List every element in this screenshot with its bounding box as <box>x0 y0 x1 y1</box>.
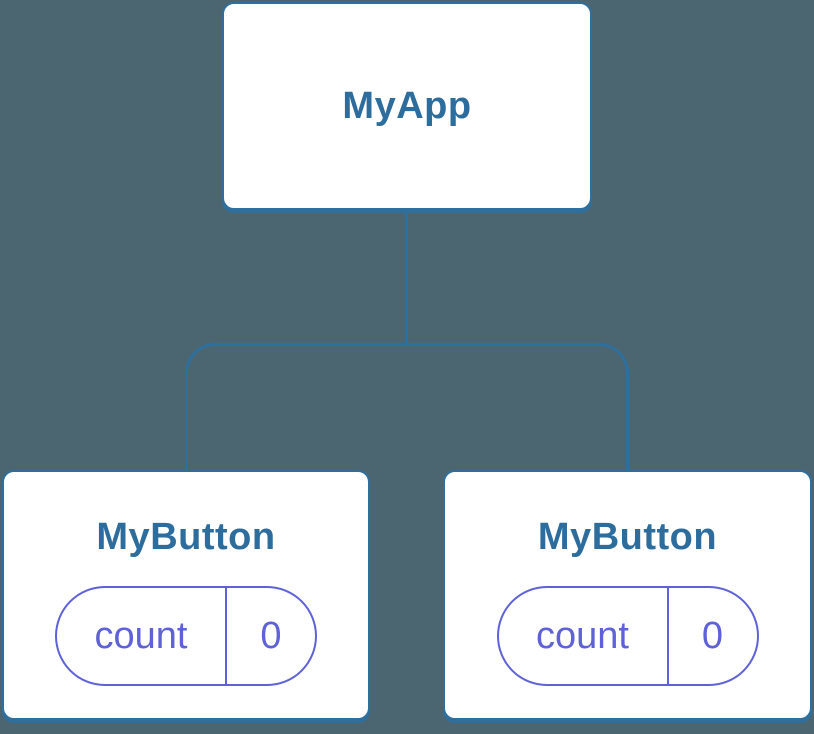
component-label: MyApp <box>342 85 472 127</box>
connector-branch <box>185 343 629 470</box>
state-pill: count 0 <box>496 586 759 686</box>
component-label: MyButton <box>96 516 276 558</box>
state-pill-divider <box>225 588 227 684</box>
state-value: 0 <box>701 614 724 657</box>
state-key: count <box>536 614 629 657</box>
state-value: 0 <box>260 614 282 657</box>
state-pill-divider <box>666 588 669 684</box>
component-node-mybutton-2: MyButton count 0 <box>443 470 812 720</box>
state-pill: count 0 <box>55 586 317 686</box>
component-label: MyButton <box>537 516 718 558</box>
component-node-mybutton-1: MyButton count 0 <box>2 470 370 720</box>
component-node-myapp: MyApp <box>222 2 592 210</box>
connector-stem <box>405 210 408 345</box>
state-key: count <box>94 614 188 657</box>
